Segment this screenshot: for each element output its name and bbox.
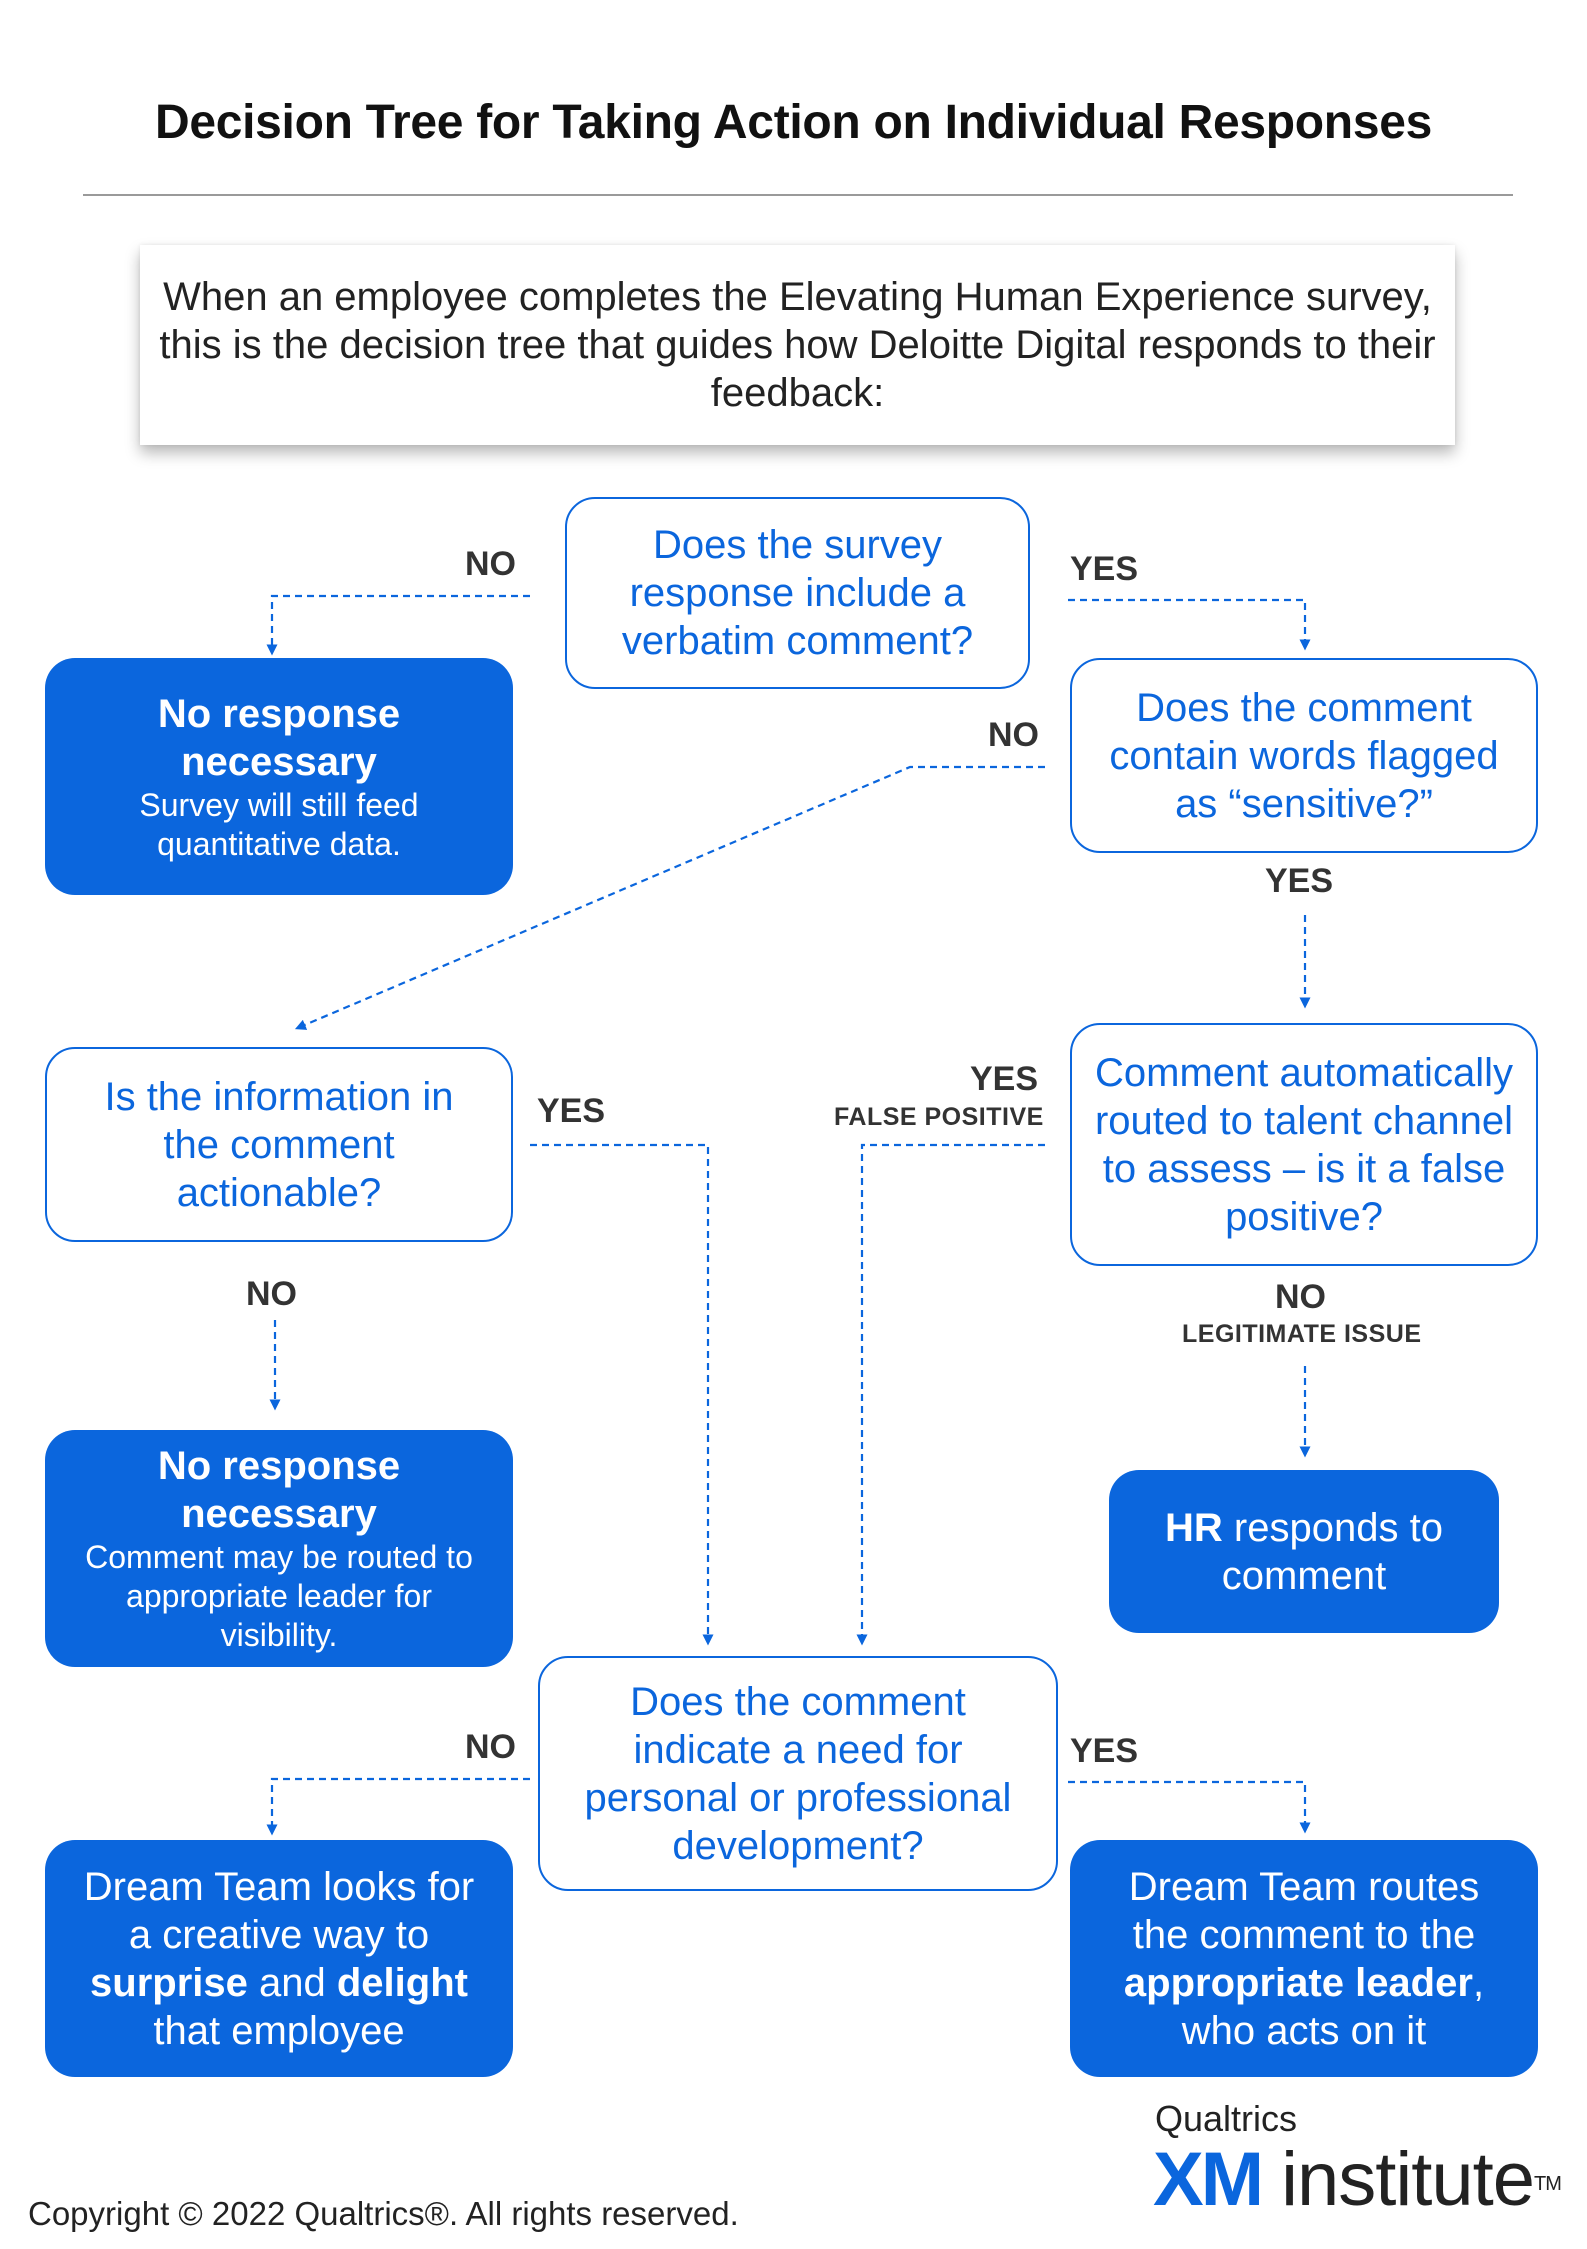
label-actionable-yes: YES <box>537 1092 606 1130</box>
answer-surprise-delight: Dream Team looks for a creative way to s… <box>45 1840 513 2077</box>
label-verbatim-yes: YES <box>1070 550 1139 588</box>
answer-leader-bold: appropriate leader <box>1123 1960 1473 2005</box>
answer-hr-responds: HR responds to comment <box>1109 1470 1499 1633</box>
connector-actionable-yes <box>530 1143 714 1646</box>
intro-box: When an employee completes the Elevating… <box>140 245 1455 445</box>
label-verbatim-no: NO <box>465 545 516 583</box>
label-development-no: NO <box>465 1728 516 1766</box>
answer-heading: No response necessary <box>157 1444 401 1536</box>
label-false-positive-sub: FALSE POSITIVE <box>834 1103 1044 1131</box>
label-legitimate-sub: LEGITIMATE ISSUE <box>1182 1320 1422 1348</box>
answer-detail: Comment may be routed to appropriate lea… <box>85 1539 473 1653</box>
qualtrics-logo-text: Qualtrics <box>1155 2098 1298 2139</box>
connector-development-yes <box>1068 1780 1311 1834</box>
label-sensitive-no: NO <box>988 716 1039 754</box>
question-sensitive-text: Does the comment contain words flagged a… <box>1109 685 1499 826</box>
answer-surprise-part3: that employee <box>153 2008 405 2053</box>
label-development-yes: YES <box>1070 1732 1139 1770</box>
answer-hr-bold: HR <box>1165 1505 1223 1550</box>
question-development-text: Does the comment indicate a need for per… <box>584 1679 1012 1868</box>
answer-surprise-bold2: delight <box>336 1960 468 2005</box>
connector-development-no <box>266 1777 530 1836</box>
trademark-mark: TM <box>1534 2173 1562 2195</box>
connector-verbatim-no <box>266 594 530 656</box>
institute-logo-text: institute <box>1281 2137 1535 2222</box>
label-actionable-no: NO <box>246 1275 297 1313</box>
connector-verbatim-yes <box>1068 598 1311 651</box>
answer-leader-part1: Dream Team routes the comment to the <box>1128 1864 1480 1957</box>
answer-no-response-quantitative: No response necessary Survey will still … <box>45 658 513 895</box>
question-actionable-text: Is the information in the comment action… <box>104 1074 454 1215</box>
question-actionable: Is the information in the comment action… <box>45 1047 513 1242</box>
intro-text: When an employee completes the Elevating… <box>159 275 1436 415</box>
answer-no-response-leader-visibility: No response necessary Comment may be rou… <box>45 1430 513 1667</box>
question-false-positive: Comment automatically routed to talent c… <box>1070 1023 1538 1266</box>
page-title: Decision Tree for Taking Action on Indiv… <box>154 96 1433 149</box>
connector-falsepositive-yes <box>856 1143 1045 1646</box>
question-sensitive-words: Does the comment contain words flagged a… <box>1070 658 1538 853</box>
question-verbatim-text: Does the survey response include a verba… <box>621 523 974 663</box>
answer-hr-rest: responds to comment <box>1221 1505 1443 1598</box>
answer-leader-part2: , who acts on it <box>1181 1960 1485 2053</box>
label-sensitive-yes: YES <box>1265 862 1334 900</box>
connector-sensitive-no <box>294 765 1045 1030</box>
question-development: Does the comment indicate a need for per… <box>538 1656 1058 1891</box>
xm-logo-mark: XM <box>1153 2137 1264 2222</box>
answer-appropriate-leader: Dream Team routes the comment to the app… <box>1070 1840 1538 2077</box>
xm-institute-logo: XM instituteTM <box>1153 2137 1562 2222</box>
title-divider <box>83 194 1513 196</box>
label-false-positive-yes: YES <box>970 1060 1039 1098</box>
answer-hr-text: HR responds to comment <box>1149 1504 1459 1600</box>
answer-surprise-part2: and <box>247 1960 337 2005</box>
question-false-positive-text: Comment automatically routed to talent c… <box>1094 1050 1514 1239</box>
answer-heading: No response necessary <box>157 691 401 784</box>
copyright-notice: Copyright © 2022 Qualtrics®. All rights … <box>28 2195 739 2232</box>
answer-surprise-bold1: surprise <box>90 1960 248 2005</box>
answer-surprise-part1: Dream Team looks for a creative way to <box>83 1864 475 1957</box>
label-legitimate-no: NO <box>1275 1278 1326 1316</box>
question-verbatim-comment: Does the survey response include a verba… <box>565 497 1030 689</box>
answer-detail: Survey will still feed quantitative data… <box>139 786 419 862</box>
answer-leader-text: Dream Team routes the comment to the app… <box>1098 1863 1510 2055</box>
answer-surprise-text: Dream Team looks for a creative way to s… <box>73 1863 485 2055</box>
